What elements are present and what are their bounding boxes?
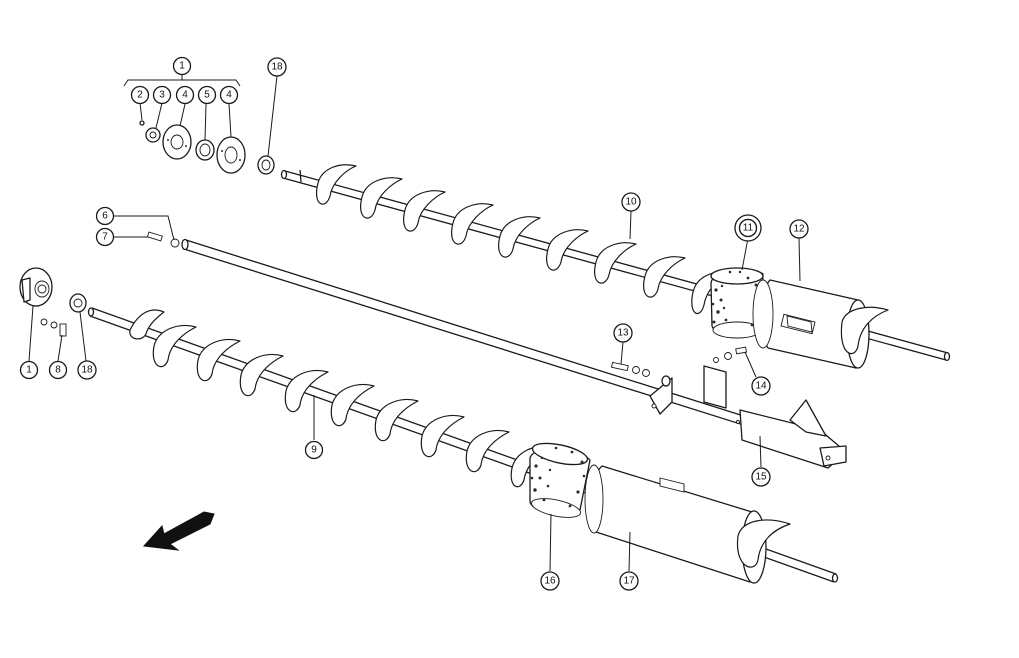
callout-17: 17 [619,571,639,591]
callout-15-label: 15 [755,472,767,483]
callout-11: 11 [734,214,762,242]
direction-arrow-icon [142,511,215,551]
callout-2: 2 [130,85,150,105]
lower-auger-flights [129,309,549,488]
callout-1-left-label: 1 [26,365,32,376]
auger-tube-lower [584,464,791,584]
upper-auger-flights [316,164,729,315]
fasteners-13-14 [611,346,747,387]
callout-10: 10 [621,192,641,212]
wear-ring-lower [529,442,591,518]
callout-6: 6 [95,206,115,226]
callout-3: 3 [152,85,172,105]
auger-tube-upper [752,279,889,369]
callout-1-top: 1 [172,56,192,76]
callout-4-a: 4 [175,85,195,105]
callout-1-left: 1 [19,360,39,380]
callout-3-label: 3 [159,90,165,101]
callout-14: 14 [751,376,771,396]
callout-7-label: 7 [102,232,108,243]
callout-14-label: 14 [755,381,767,392]
callout-11-label: 11 [743,223,754,234]
callout-18-top-label: 18 [271,62,283,73]
callout-12: 12 [789,219,809,239]
callout-12-label: 12 [793,224,805,235]
support-bracket [649,365,847,469]
callout-4-a-label: 4 [182,90,188,101]
callout-18-left-label: 18 [81,365,93,376]
callout-13-label: 13 [617,328,629,339]
callout-7: 7 [95,227,115,247]
callout-8: 8 [48,360,68,380]
callout-17-label: 17 [623,576,635,587]
callout-2-label: 2 [137,90,143,101]
callout-15: 15 [751,467,771,487]
callout-5: 5 [197,85,217,105]
callout-16: 16 [540,571,560,591]
callout-18-left: 18 [77,360,97,380]
callout-13: 13 [613,323,633,343]
callout-10-label: 10 [625,197,637,208]
leader-lines [28,74,801,572]
callout-1-top-label: 1 [179,61,185,72]
callout-5-label: 5 [204,90,210,101]
connecting-rod [146,231,827,451]
callout-9: 9 [304,440,324,460]
bearing-assembly-left [19,267,87,337]
callout-16-label: 16 [544,576,556,587]
callout-6-label: 6 [102,211,108,222]
callout-4-b-label: 4 [226,90,232,101]
callout-18-top: 18 [267,57,287,77]
callout-9-label: 9 [311,445,317,456]
callout-8-label: 8 [55,365,61,376]
callout-4-b: 4 [219,85,239,105]
bearing-assembly-top [139,120,275,175]
